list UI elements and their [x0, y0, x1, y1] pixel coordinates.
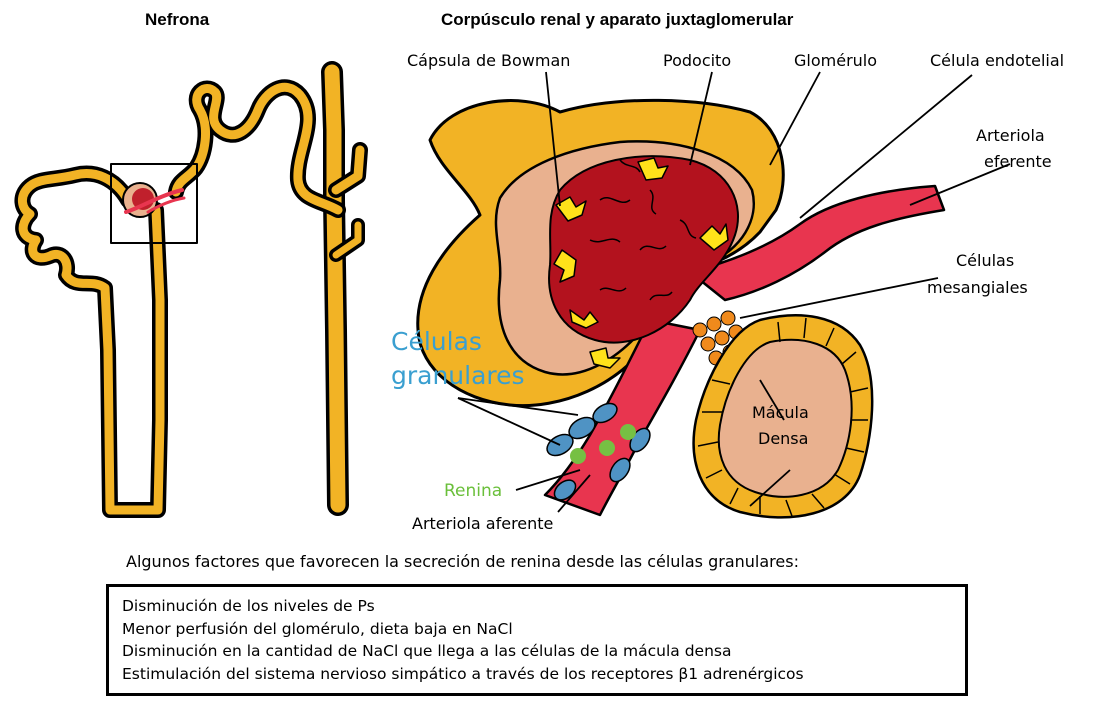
- factor-item: Disminución de los niveles de Ps: [122, 595, 965, 618]
- label-podocyte: Podocito: [663, 51, 731, 70]
- label-renin: Renina: [444, 481, 502, 501]
- label-glomerulus: Glomérulo: [794, 51, 877, 70]
- label-macula-2: Densa: [758, 429, 808, 448]
- label-endothelial-cell: Célula endotelial: [930, 51, 1064, 70]
- proximal-tubule: [22, 174, 160, 510]
- label-afferent: Arteriola aferente: [412, 514, 553, 533]
- label-mesangial-1: Células: [956, 251, 1014, 270]
- factor-item: Menor perfusión del glomérulo, dieta baj…: [122, 618, 965, 641]
- factor-item: Estimulación del sistema nervioso simpát…: [122, 663, 965, 686]
- label-efferent-2: eferente: [984, 152, 1052, 171]
- label-granular-1: Células: [391, 327, 482, 356]
- label-efferent-1: Arteriola: [976, 126, 1045, 145]
- label-granular-2: granulares: [391, 361, 525, 390]
- label-mesangial-2: mesangiales: [927, 278, 1028, 297]
- corpuscle-illustration: Cápsula de Bowman Podocito Glomérulo Cél…: [391, 51, 1064, 533]
- factors-intro: Algunos factores que favorecen la secrec…: [126, 552, 1026, 571]
- nephron-title: Nefrona: [145, 10, 210, 29]
- factors-box: Disminución de los niveles de Ps Menor p…: [106, 584, 968, 696]
- label-bowman-capsule: Cápsula de Bowman: [407, 51, 570, 70]
- nephron-illustration: [22, 72, 360, 510]
- factor-item: Disminución en la cantidad de NaCl que l…: [122, 640, 965, 663]
- label-macula-1: Mácula: [752, 403, 809, 422]
- corpuscle-title: Corpúsculo renal y aparato juxtaglomerul…: [441, 10, 794, 29]
